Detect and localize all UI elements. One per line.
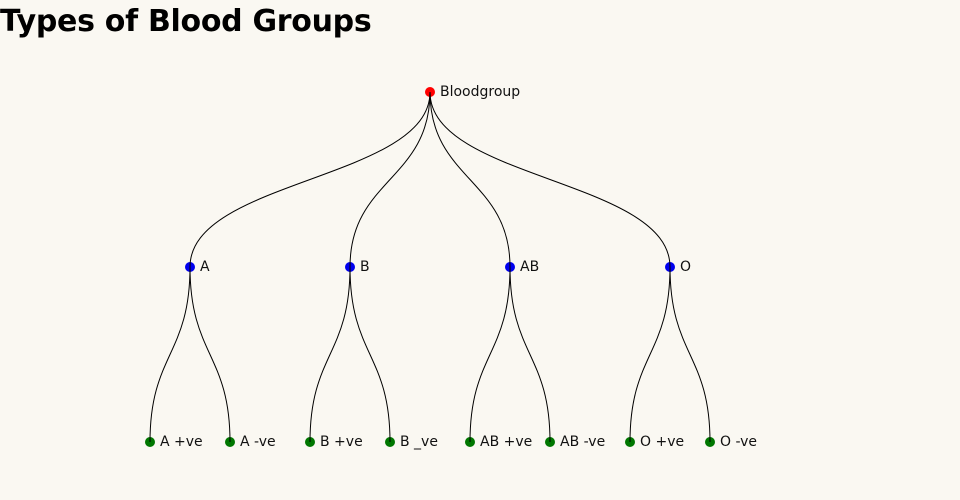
page-title: Types of Blood Groups — [0, 4, 372, 39]
group-node[interactable]: B — [345, 259, 370, 275]
tree-link — [189, 91, 431, 268]
leaf-node[interactable]: AB +ve — [465, 434, 532, 450]
group-node-label: O — [680, 259, 691, 275]
tree-link — [669, 266, 711, 443]
tree-link — [629, 266, 671, 443]
tree-link — [509, 266, 551, 443]
leaf-node-label: A +ve — [160, 434, 203, 450]
leaf-node-label: B +ve — [320, 434, 363, 450]
tree-link — [149, 266, 191, 443]
group-node-label: B — [360, 259, 370, 275]
tree-link — [349, 266, 391, 443]
group-node[interactable]: A — [185, 259, 210, 275]
group-node-label: AB — [520, 259, 539, 275]
leaf-node-label: AB +ve — [480, 434, 532, 450]
leaf-node[interactable]: AB -ve — [545, 434, 605, 450]
leaf-node[interactable]: O +ve — [625, 434, 684, 450]
leaf-node[interactable]: B +ve — [305, 434, 363, 450]
links — [149, 91, 711, 443]
leaf-node[interactable]: O -ve — [705, 434, 757, 450]
leaf-node[interactable]: B _ve — [385, 434, 438, 450]
leaf-node-label: B _ve — [400, 434, 438, 450]
root-node[interactable]: Bloodgroup — [425, 84, 520, 100]
group-node[interactable]: O — [665, 259, 691, 275]
group-node-label: A — [200, 259, 210, 275]
tree-link — [429, 91, 671, 268]
tree-link — [309, 266, 351, 443]
root-node-label: Bloodgroup — [440, 84, 520, 100]
tree-link — [349, 91, 431, 268]
leaf-node-label: A -ve — [240, 434, 276, 450]
leaf-node[interactable]: A +ve — [145, 434, 203, 450]
leaf-node-label: AB -ve — [560, 434, 605, 450]
leaf-node[interactable]: A -ve — [225, 434, 276, 450]
tree-link — [469, 266, 511, 443]
leaf-node-label: O +ve — [640, 434, 684, 450]
leaf-node-label: O -ve — [720, 434, 757, 450]
tree-link — [189, 266, 231, 443]
tree-link — [429, 91, 511, 268]
